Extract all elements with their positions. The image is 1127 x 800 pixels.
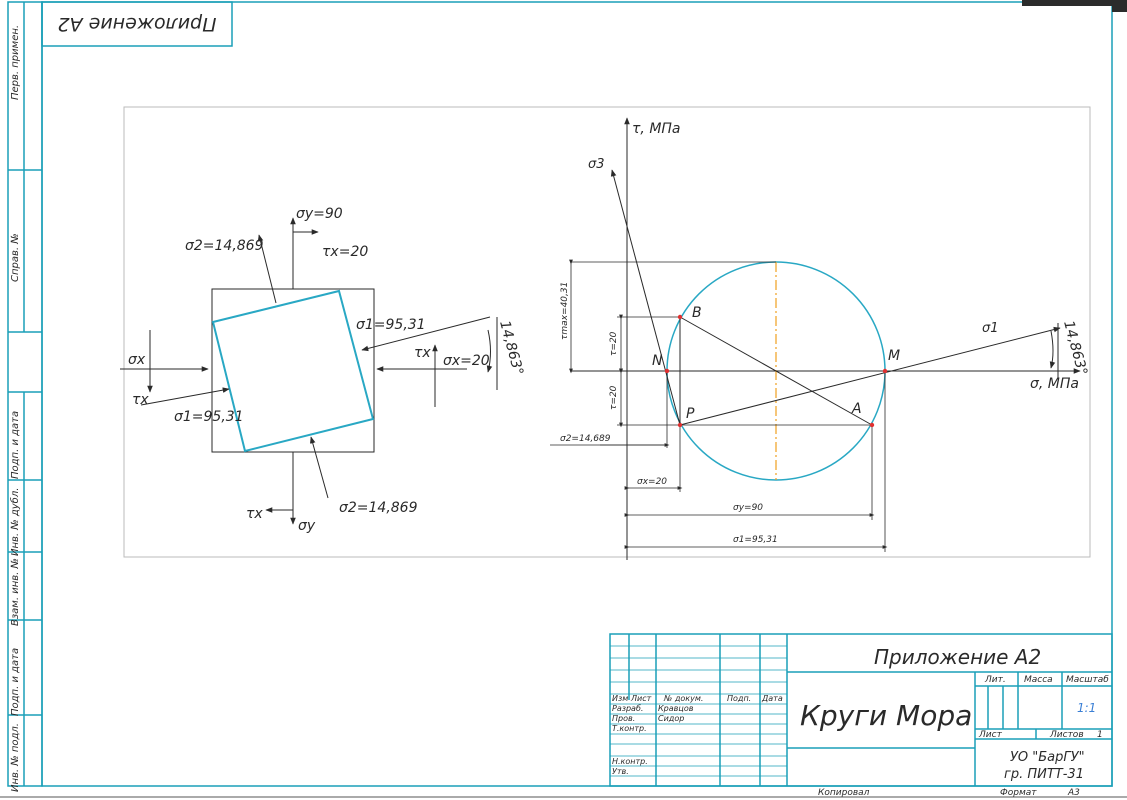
label-sigma1-left: σ1=95,31 (174, 409, 244, 425)
label-point-M: M (888, 348, 900, 364)
line-PM-sigma1 (679, 326, 1061, 426)
label-tau-max: τmax=40,31 (560, 282, 570, 340)
tb-role-5: Н.контр. (612, 757, 648, 766)
label-sigma-x-dim: σx=20 (637, 477, 667, 487)
tb-sheet-label: Лист (978, 730, 1003, 740)
label-point-A: A (851, 401, 862, 417)
label-sigma2-top: σ2=14,869 (185, 238, 264, 254)
line-P-sigma3 (610, 169, 681, 426)
label-sigma-x-right: σx=20 (443, 353, 490, 369)
tb-role-2: Пров. (612, 714, 635, 723)
tb-doc-title: Приложение А2 (874, 645, 1041, 669)
tb-lit-label: Лит. (984, 675, 1006, 685)
label-sigma-y-top: σy=90 (296, 206, 343, 222)
tb-sheets-label: Листов (1049, 730, 1084, 740)
tb-role-6: Утв. (612, 767, 629, 776)
tb-name-2: Сидор (658, 714, 684, 723)
principal-element (211, 289, 375, 453)
tb-format: Формат (1000, 788, 1037, 798)
label-sigma2-bottom: σ2=14,869 (339, 500, 418, 516)
label-point-P: P (686, 406, 695, 422)
label-sigma1-right: σ1=95,31 (356, 317, 426, 333)
tb-scale-label: Масштаб (1066, 675, 1109, 685)
label-tau-axis: τ, МПа (632, 121, 681, 137)
label-tau-top: τx=20 (322, 244, 368, 260)
label-sigma3: σ3 (588, 157, 605, 172)
tb-header-list: Лист (630, 694, 652, 703)
label-tau-bottom: τx (246, 506, 263, 522)
tb-name-1: Кравцов (658, 704, 694, 713)
tb-header-doc: № докум. (663, 694, 703, 703)
tb-role-3: Т.контр. (612, 724, 647, 733)
tb-header-izm: Изм (612, 694, 628, 703)
point-B (677, 314, 683, 320)
label-tau-left: τx (132, 392, 149, 408)
label-sigma-y-dim: σy=90 (733, 503, 763, 513)
tb-org-line1: УО "БарГУ" (1010, 750, 1085, 765)
point-A (869, 422, 875, 428)
point-P (677, 422, 683, 428)
label-tau-right: τx (414, 345, 431, 361)
label-sigma-y-bottom: σy (298, 518, 316, 534)
tb-copied: Копировал (818, 788, 870, 798)
tb-header-date: Дата (761, 694, 783, 703)
label-sigma1-mohr: σ1 (982, 321, 999, 336)
label-tau-pos: τ=20 (609, 331, 619, 356)
line-BA (679, 316, 873, 426)
label-sigma1-dim: σ1=95,31 (733, 535, 778, 545)
tb-role-1: Разраб. (612, 704, 643, 713)
tb-org-line2: гр. ПИТТ-31 (1004, 767, 1084, 782)
tb-format-value: А3 (1067, 788, 1080, 798)
point-N (664, 368, 670, 374)
label-sigma-x-left: σx (128, 352, 146, 368)
label-tau-neg: τ=20 (609, 385, 619, 410)
point-M (882, 368, 888, 374)
tb-mass-label: Масса (1024, 675, 1053, 685)
tb-scale-value: 1:1 (1077, 701, 1096, 715)
label-sigma2-dim: σ2=14,689 (560, 434, 611, 444)
label-point-B: B (692, 305, 702, 321)
tb-drawing-name: Круги Мора (800, 699, 972, 732)
tb-header-sign: Подп. (727, 694, 751, 703)
tb-sheets-count: 1 (1097, 730, 1103, 740)
label-point-N: N (652, 353, 663, 369)
label-sigma-axis: σ, МПа (1030, 376, 1079, 392)
